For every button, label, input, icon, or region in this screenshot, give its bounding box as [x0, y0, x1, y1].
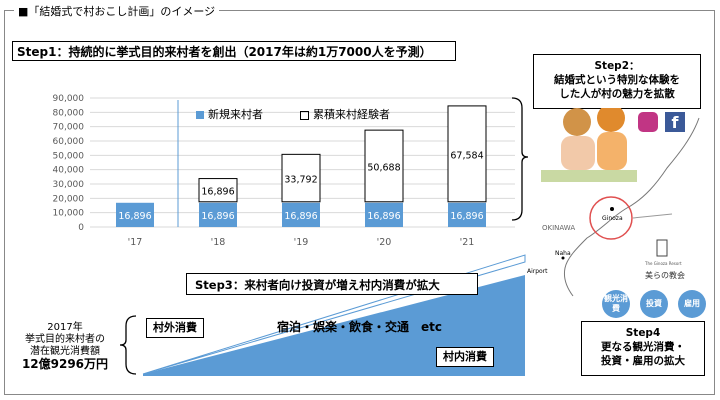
- x-tick-label: '20: [377, 237, 392, 248]
- y-tick-label: 70,000: [53, 123, 85, 133]
- x-tick-label: '19: [294, 237, 309, 248]
- badge-employment: 雇用: [678, 290, 706, 318]
- potential-line1: 2017年: [47, 322, 83, 333]
- legend-cumulative-swatch: [300, 110, 309, 120]
- okinawa-island-outline: [564, 117, 700, 297]
- illustration-table: [541, 170, 637, 182]
- bar-new: [116, 202, 154, 227]
- map-ginoza-label: Ginoza: [602, 215, 623, 222]
- person-right-body: [597, 132, 627, 170]
- step4-line1: 更なる観光消費・: [601, 341, 685, 353]
- data-label-new: 16,896: [201, 211, 234, 222]
- ginoza-highlight: [589, 196, 633, 240]
- data-label-cumulative: 67,584: [450, 150, 483, 161]
- step1-box: Step1：持続的に挙式目的来村者を創出（2017年は約1万7000人を予測）: [12, 41, 456, 61]
- bracket-left: [119, 315, 137, 375]
- bar-new: [365, 202, 403, 227]
- y-tick-label: 20,000: [53, 194, 85, 204]
- potential-line3: 潜在観光消費額: [30, 346, 100, 357]
- data-label-cumulative: 50,688: [367, 162, 400, 173]
- bar-cumulative: [447, 105, 487, 203]
- map-resort-small-label: The Ginoza Resort: [644, 261, 682, 266]
- data-label-cumulative: 33,792: [284, 175, 317, 186]
- step2-box: Step2： 結婚式という特別な体験を した人が村の魅力を拡散: [533, 54, 701, 109]
- legend-cumulative-label: 累積来村経験者: [313, 108, 390, 121]
- bar-cumulative: [364, 129, 404, 203]
- bar-new: [448, 202, 486, 227]
- legend-new-swatch: [196, 111, 204, 119]
- step2-title: Step2：: [594, 60, 640, 72]
- data-label-new: 16,896: [367, 211, 400, 222]
- y-tick-label: 40,000: [53, 166, 85, 176]
- y-tick-label: 80,000: [53, 108, 85, 118]
- badge-tourism: 観光消費: [602, 290, 630, 318]
- bracket-right: [511, 97, 529, 221]
- y-tick-label: 50,000: [53, 151, 85, 161]
- data-label-new: 16,896: [450, 211, 483, 222]
- legend-new: 新規来村者: [196, 106, 263, 122]
- potential-value: 12億9296万円: [21, 357, 109, 371]
- person-left-head: [563, 108, 591, 136]
- person-left-body: [561, 136, 595, 170]
- step2-line2: した人が村の魅力を拡散: [559, 88, 675, 100]
- content-frame: [4, 10, 715, 395]
- map-okinawa-label: OKINAWA: [542, 224, 575, 232]
- leisure-text: 宿泊・娯楽・飲食・交通 etc: [277, 320, 442, 334]
- wedge-outline: [142, 254, 526, 375]
- x-tick-label: '18: [211, 237, 226, 248]
- y-tick-label: 60,000: [53, 137, 85, 147]
- leader-line: [632, 213, 673, 219]
- consumption-wedge: [143, 275, 525, 376]
- instagram-icon: [638, 112, 658, 132]
- step3-box: Step3：来村者向け投資が増え村内消費が拡大: [186, 273, 478, 295]
- step2-line1: 結婚式という特別な体験を: [554, 74, 680, 86]
- data-label-new: 16,896: [118, 211, 151, 222]
- outside-consumption-label: 村外消費: [146, 318, 204, 338]
- person-right-head: [597, 108, 625, 132]
- step4-line2: 投資・雇用の拡大: [601, 355, 685, 367]
- frame-title: ■「結婚式で村おこし計画」のイメージ: [14, 3, 220, 19]
- bar-cumulative: [281, 153, 321, 203]
- badge-tourism-label: 観光消費: [604, 294, 628, 313]
- x-tick-label: '17: [128, 237, 143, 248]
- badge-investment: 投資: [640, 290, 668, 318]
- legend-cumulative: 累積来村経験者: [300, 106, 390, 122]
- x-tick-label: '21: [460, 237, 475, 248]
- inside-consumption-label: 村内消費: [436, 347, 494, 367]
- bar-new: [199, 202, 237, 227]
- church-tower-icon: [656, 239, 668, 257]
- okinawa-illustration: Ginoza OKINAWA Naha Airport The Ginoza R…: [527, 108, 700, 297]
- step4-box: Step4 更なる観光消費・ 投資・雇用の拡大: [581, 321, 705, 376]
- bar-cumulative: [198, 178, 238, 203]
- y-tick-label: 30,000: [53, 180, 85, 190]
- naha-dot: [561, 256, 565, 260]
- legend-new-label: 新規来村者: [208, 108, 263, 121]
- map-airport-label: Airport: [527, 268, 548, 275]
- y-tick-label: 0: [78, 223, 84, 233]
- bar-new: [282, 202, 320, 227]
- ginoza-dot: [610, 207, 614, 211]
- step4-title: Step4: [625, 327, 661, 339]
- data-label-cumulative: 16,896: [201, 187, 234, 198]
- y-tick-label: 10,000: [53, 209, 85, 219]
- potential-line2: 挙式目的来村者の: [25, 334, 105, 345]
- potential-spending: 2017年 挙式目的来村者の 潜在観光消費額 12億9296万円: [10, 322, 120, 370]
- y-tick-label: 90,000: [53, 94, 85, 104]
- data-label-new: 16,896: [284, 211, 317, 222]
- facebook-icon: f: [665, 112, 685, 132]
- map-naha-label: Naha: [555, 250, 571, 257]
- visitor-chart: 0 10,000 20,000 30,000 40,000 50,000 60,000 70,…: [53, 94, 515, 248]
- map-resort-label: 美らの教会: [645, 270, 685, 280]
